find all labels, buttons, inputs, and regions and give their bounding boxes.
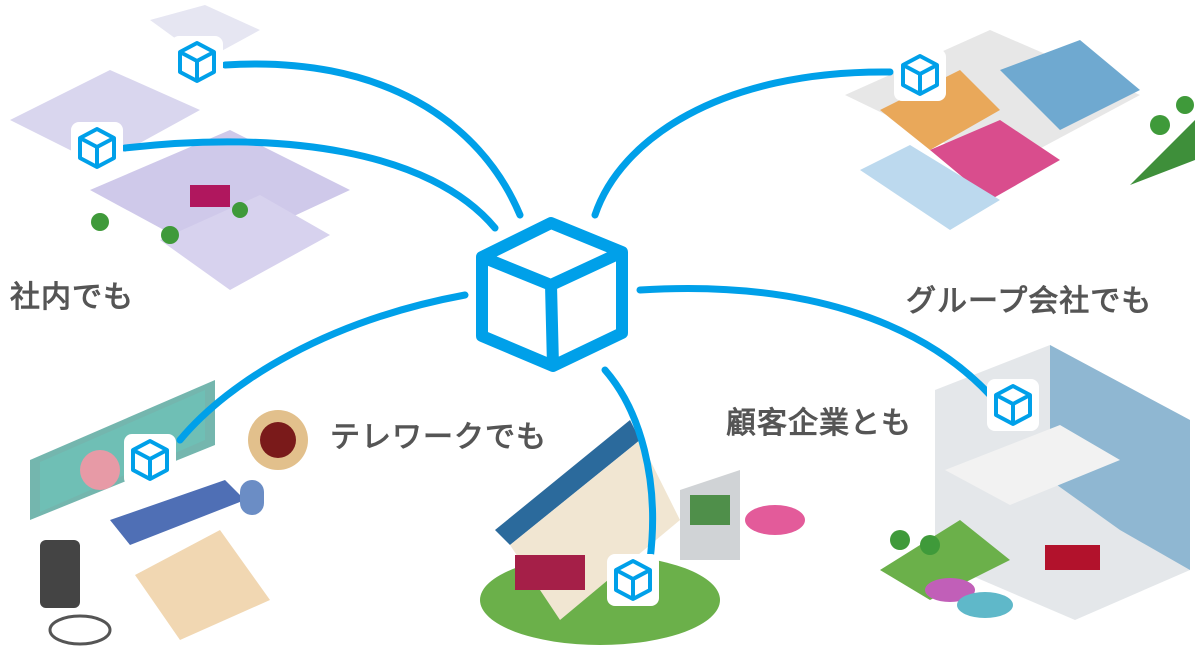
connection-lines	[121, 60, 994, 564]
node-cube-icon	[169, 34, 225, 90]
label-in-house: 社内でも	[10, 280, 134, 315]
office-illustration	[10, 5, 350, 290]
node-cube-icon	[985, 377, 1041, 433]
line-telework	[176, 291, 469, 444]
label-telework: テレワークでも	[330, 420, 547, 455]
line-in-house-upper	[221, 60, 524, 219]
line-home	[601, 366, 657, 564]
line-group-company	[591, 68, 894, 219]
label-group-company: グループ会社でも	[906, 284, 1153, 319]
node-cube-icon	[892, 47, 948, 103]
telework-illustration	[30, 380, 308, 646]
line-client-company	[636, 284, 994, 399]
label-client-company: 顧客企業とも	[726, 406, 912, 441]
node-cube-icon	[122, 432, 178, 488]
home-illustration	[480, 420, 805, 645]
node-cube-icon	[605, 552, 661, 608]
node-cube-icon	[69, 120, 125, 176]
hub-cube-icon	[476, 217, 628, 372]
line-in-house-lower	[121, 138, 499, 232]
